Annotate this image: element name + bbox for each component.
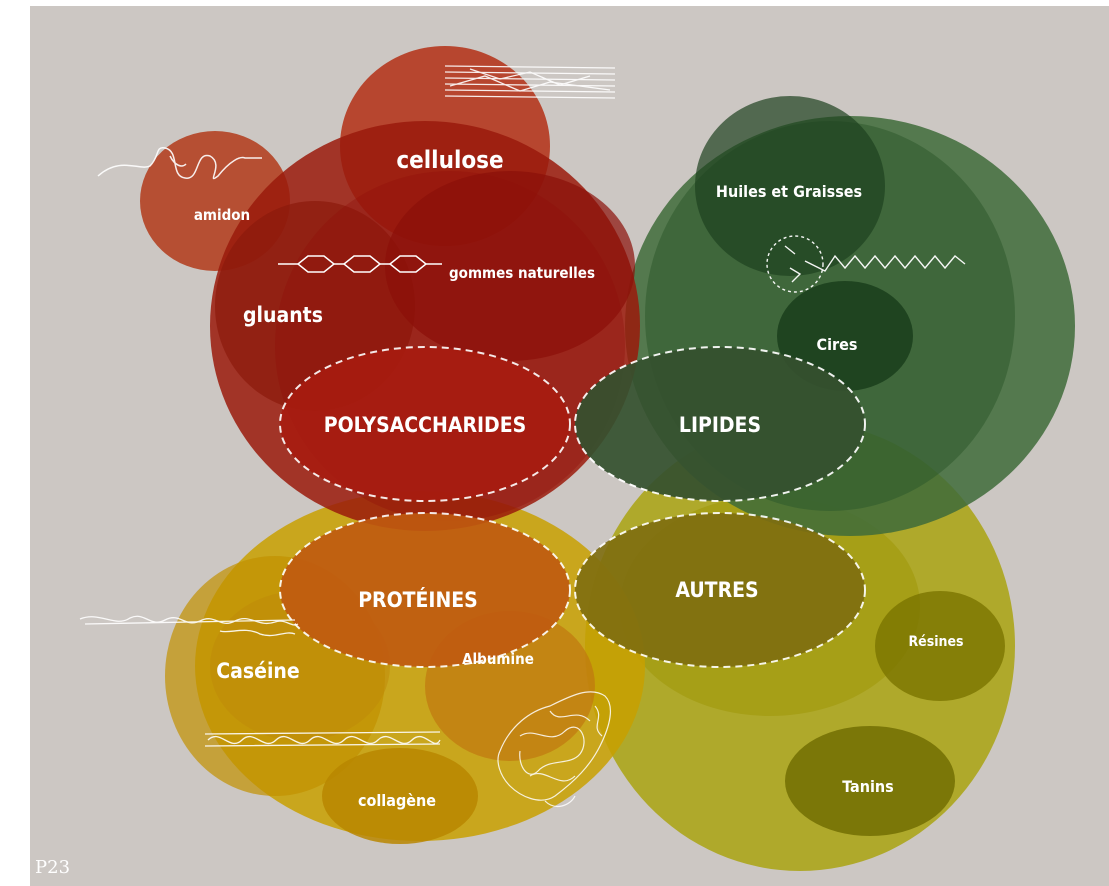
lipid-chain-illustration [766,235,966,293]
albumine-label: Albumine [462,650,534,668]
cires-label: Cires [817,335,858,354]
tanins-label: Tanins [842,777,893,796]
collagene-blob [322,748,478,844]
gluant-benzene-illustration [278,255,442,273]
gommes-blob [385,171,635,361]
autres-core [574,512,866,668]
page-number: P23 [35,857,71,878]
amidon-label: amidon [194,206,250,224]
caseine-label: Caséine [216,659,299,683]
lipides-label: LIPIDES [679,413,761,437]
resines-blob [875,591,1005,701]
lipides-core [574,346,866,502]
venn-diagram: POLYSACCHARIDES LIPIDES PROTÉINES AUTRES… [79,46,1075,871]
huiles-label: Huiles et Graisses [716,182,862,201]
proteines-core [279,512,571,668]
polysaccharides-label: POLYSACCHARIDES [324,413,527,437]
albumine-protein-illustration [497,691,612,808]
resines-label: Résines [908,634,963,650]
cellulose-fiber-illustration [444,65,616,99]
diagram-canvas: POLYSACCHARIDES LIPIDES PROTÉINES AUTRES… [30,6,1109,886]
proteines-group [165,491,645,844]
amidon-chain-illustration [97,147,262,180]
gommes-label: gommes naturelles [449,264,595,282]
polysaccharides-core [279,346,571,502]
huiles-blob [695,96,885,276]
autres-label: AUTRES [675,578,758,602]
collagene-helix-illustration [204,731,441,747]
tanins-blob [785,726,955,836]
collagene-label: collagène [358,791,436,810]
caseine-helix-illustration [79,615,299,637]
cellulose-label: cellulose [396,146,503,174]
gluants-label: gluants [243,303,323,327]
proteines-label: PROTÉINES [358,587,478,612]
